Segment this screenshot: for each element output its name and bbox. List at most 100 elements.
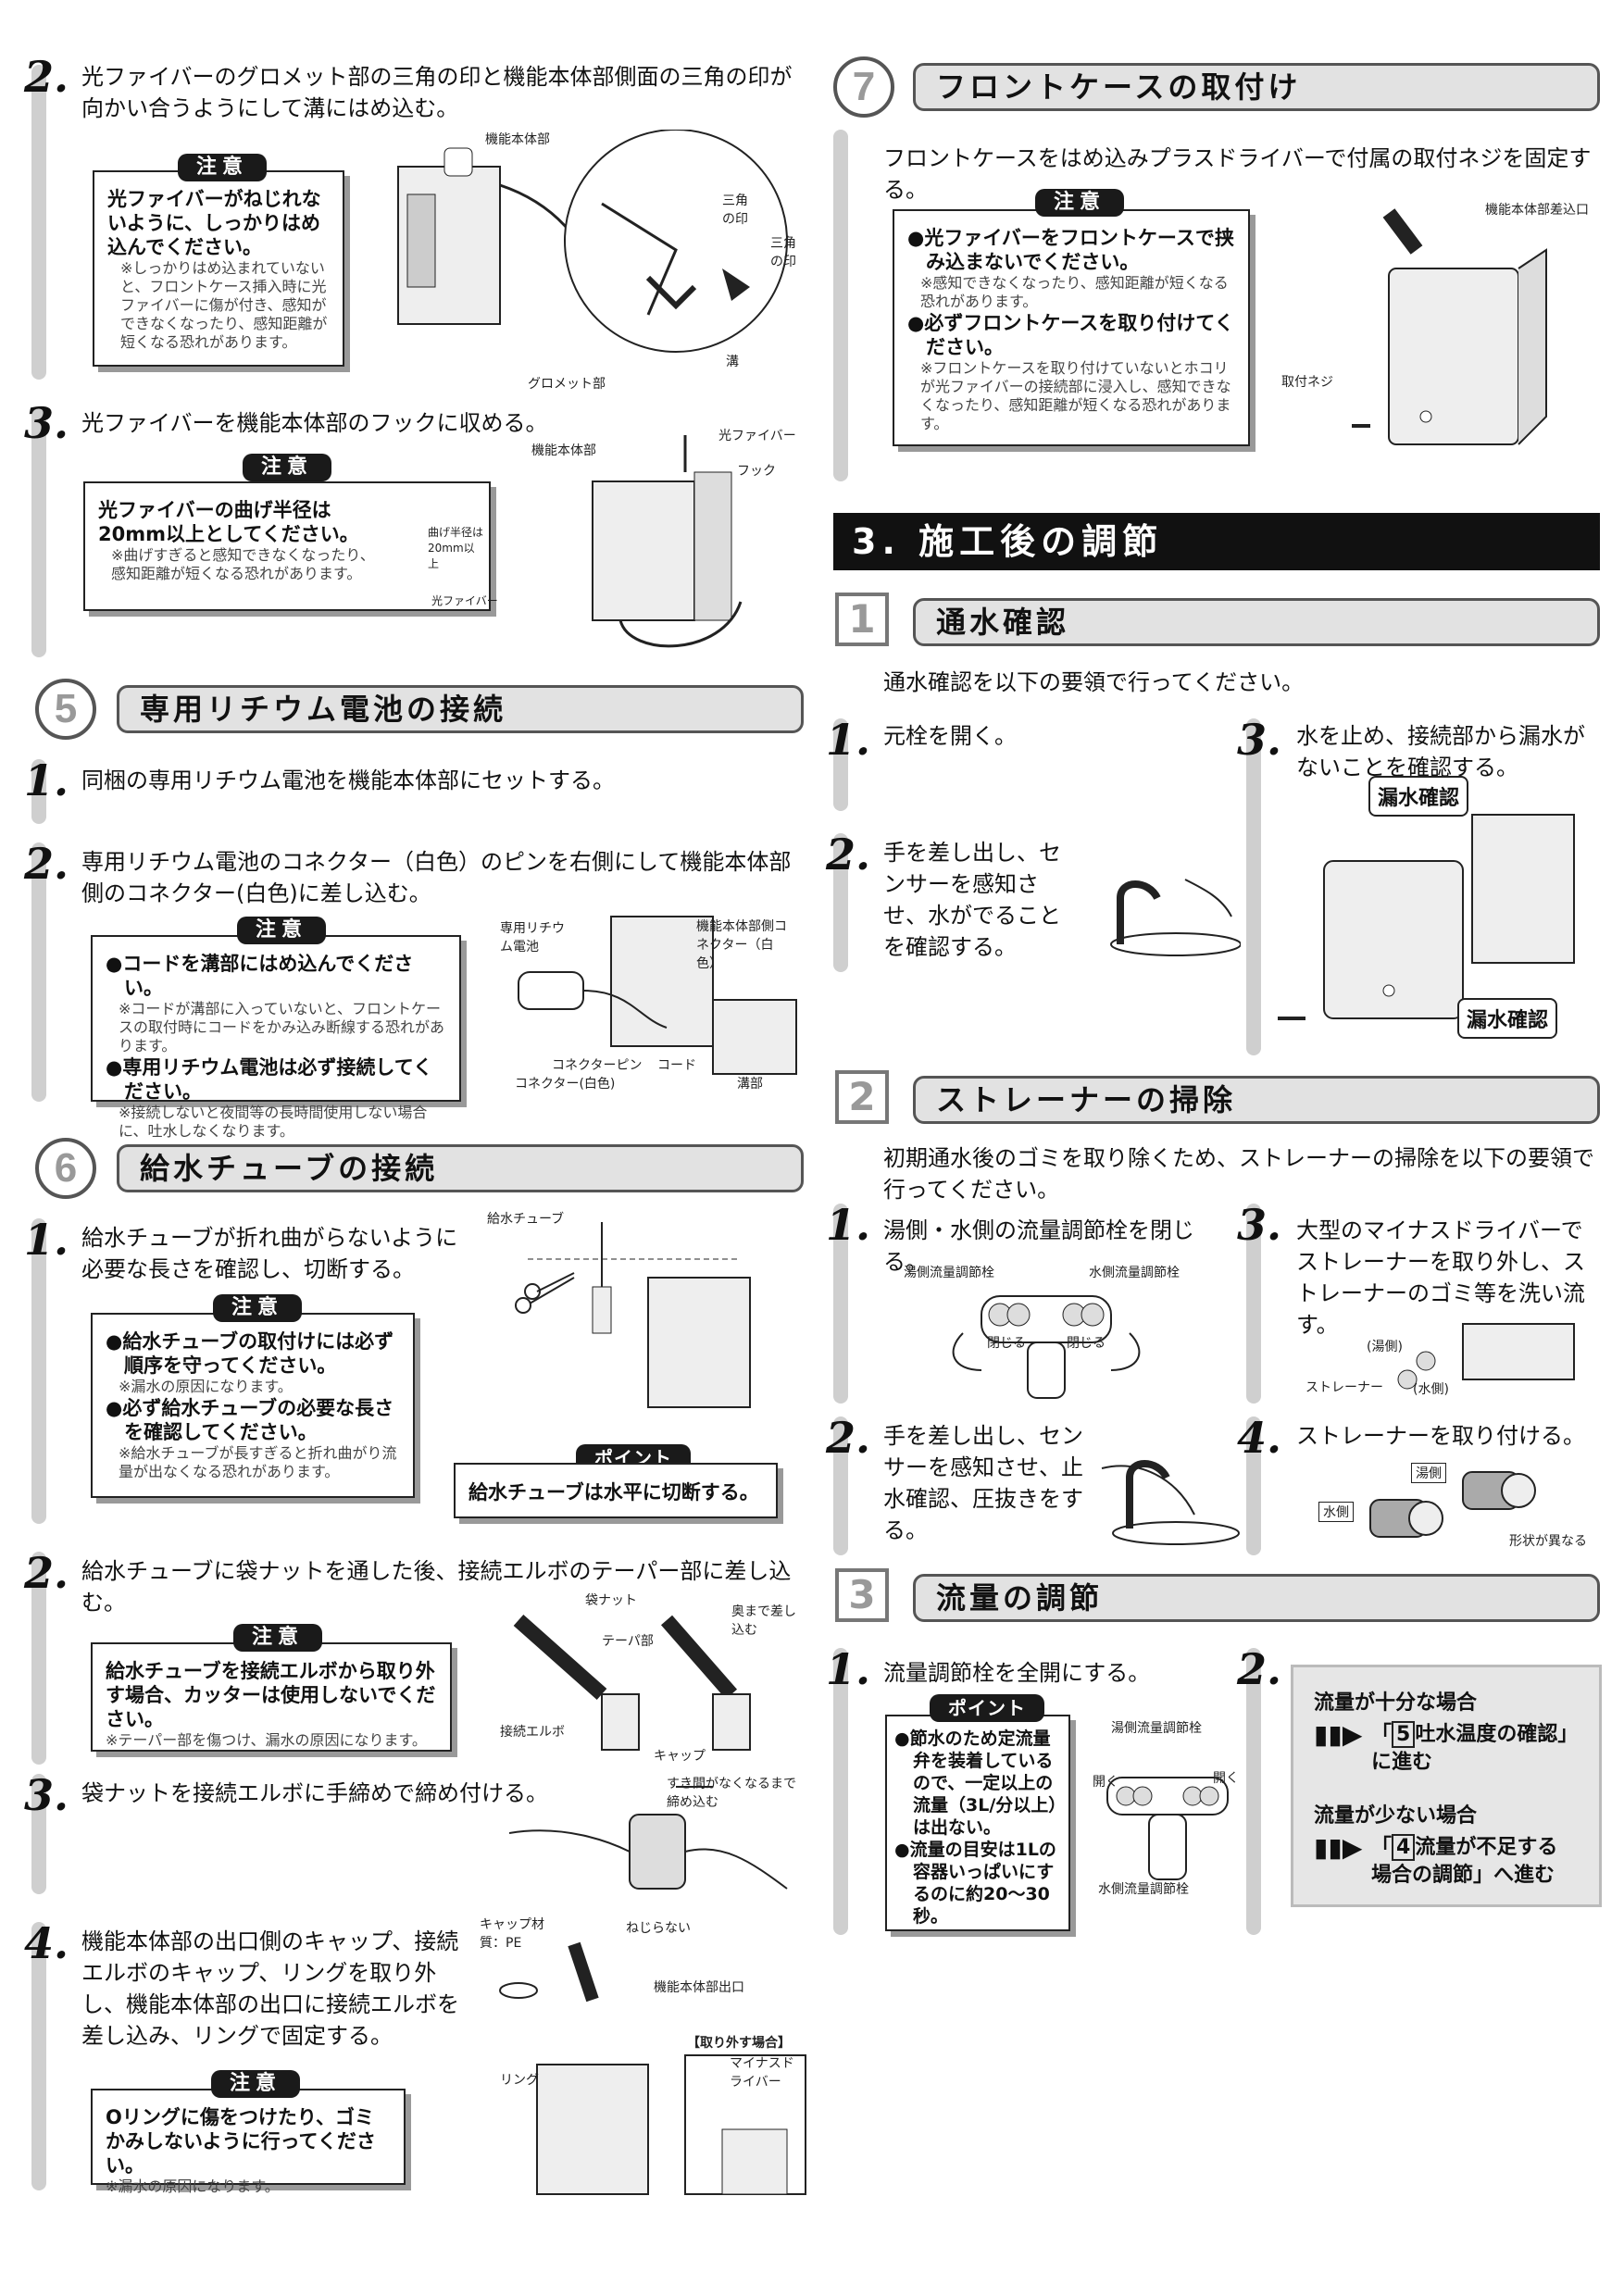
caution-tag: 注意 <box>233 1624 323 1652</box>
step-number: 4. <box>1237 1413 1282 1463</box>
caution-note: ※感知できなくなったり、感知距離が短くなる恐れがあります。 <box>920 274 1229 310</box>
caution-main: Oリングに傷をつけたり、ゴミかみしないように行ってください。 <box>106 2106 376 2177</box>
label-hook: フック <box>737 464 776 479</box>
caution-note: ※漏水の原因になります。 <box>119 1378 293 1395</box>
step-number: 2. <box>826 830 871 880</box>
label-hot: 湯側 <box>1411 1463 1446 1483</box>
arrow-icon: ▮▮▶ <box>1314 1719 1363 1750</box>
label-hot-valve: 湯側流量調節栓 <box>1111 1721 1202 1736</box>
tighten-nut-illustration <box>509 1786 788 1890</box>
caution-note: ※テーパー部を傷つけ、漏水の原因になります。 <box>106 1731 427 1749</box>
step-number: 2. <box>1237 1644 1282 1694</box>
elbow-insert-illustration <box>513 1615 751 1751</box>
label-groove: 溝部 <box>737 1077 763 1092</box>
subsection-header: 流量の調節 <box>913 1574 1600 1622</box>
label-battery: 専用リチウム電池 <box>500 921 565 955</box>
step-number: 2. <box>826 1413 871 1463</box>
section-text: フロントケースをはめ込みプラスドライバーで付属の取付ネジを固定する。 <box>883 145 1592 203</box>
label-body: 機能本体部 <box>531 443 596 458</box>
tube-cut-illustration <box>515 1222 751 1408</box>
fiber-hook-illustration <box>592 435 743 648</box>
label-nut: 袋ナット <box>585 1593 637 1608</box>
step-number: 3. <box>1237 715 1282 765</box>
step-number: 2. <box>24 52 69 102</box>
caution-note: ※しっかりはめ込まれていないと、フロントケース挿入時に光ファイバーに傷が付き、感… <box>120 259 328 351</box>
point-box: 給水チューブは水平に切断する。 <box>454 1463 778 1518</box>
step-text: 給水チューブに袋ナットを通した後、接続エルボのテーパー部に差し込む。 <box>81 1558 792 1616</box>
caution-tag: 注意 <box>243 454 332 481</box>
label-driver: マイナスドライバー <box>730 2056 794 2090</box>
section-header: 専用リチウム電池の接続 <box>117 685 804 733</box>
ok-next: に進む <box>1371 1751 1433 1774</box>
label-cap: キャップ <box>654 1749 706 1764</box>
step-number: 1. <box>24 755 69 805</box>
label-tube: 給水チューブ <box>487 1212 565 1227</box>
label-open: 開く <box>1093 1775 1118 1790</box>
step-text: 機能本体部の出口側のキャップ、接続エルボのキャップ、リングを取り外し、機能本体部… <box>81 1928 459 2049</box>
label-triangle: 三角の印 <box>722 193 748 227</box>
caution-tag: 注意 <box>178 154 268 181</box>
strainer-parts-illustration <box>1369 1471 1536 1538</box>
section-number: 7 <box>833 56 894 118</box>
caution-note: ※曲げすぎると感知できなくなったり、感知距離が短くなる恐れがあります。 <box>111 546 375 582</box>
low-prefix: 「 <box>1371 1836 1393 1859</box>
caution-box: 光ファイバーがねじれないように、しっかりはめ込んでください。 ※しっかりはめ込ま… <box>93 170 344 367</box>
label-ring: リング <box>500 2073 539 2088</box>
step-text: 水を止め、接続部から漏水がないことを確認する。 <box>1296 723 1585 780</box>
caution-tag: 注意 <box>213 1294 303 1322</box>
step-text: 手を差し出し、センサーを感知させ、止水確認、圧抜きをする。 <box>883 1423 1083 1543</box>
flow-valves-open-illustration <box>1106 1777 1229 1880</box>
faucet-hand-illustration <box>1110 879 1241 956</box>
section-header: フロントケースの取付け <box>913 63 1600 111</box>
point-tag: ポイント <box>930 1694 1044 1722</box>
caution-bullet: 専用リチウム電池は必ず接続してください。 <box>106 1055 448 1104</box>
caution-note: ※漏水の原因になります。 <box>106 2177 280 2195</box>
subsection-header: 通水確認 <box>913 598 1600 646</box>
label-deep: 奥まで差し込む <box>731 1604 796 1638</box>
caution-main: 光ファイバーの曲げ半径は20mm以上としてください。 <box>98 499 359 545</box>
caution-bullet: 光ファイバーをフロントケースで挟み込まないでください。 <box>907 226 1237 274</box>
leak-check-tag: 漏水確認 <box>1368 776 1469 817</box>
caution-box: Oリングに傷をつけたり、ゴミかみしないように行ってください。 ※漏水の原因になり… <box>91 2089 406 2195</box>
step-number: 1. <box>826 1200 871 1250</box>
point-box: 節水のため定流量弁を装着しているので、一定以上の流量（3L/分以上）は出ない。 … <box>885 1715 1070 1931</box>
caution-note: ※接続しないと夜間等の長時間使用しない場合に、吐水しなくなります。 <box>119 1104 428 1140</box>
label-cold: 水側 <box>1318 1502 1354 1522</box>
label-strainer: ストレーナー <box>1305 1380 1383 1395</box>
ok-prefix: 「 <box>1371 1723 1393 1746</box>
caution-bullet: コードを溝部にはめ込んでください。 <box>106 952 448 1000</box>
label-cap: キャップ材質：PE <box>480 1917 544 1951</box>
step-number: 2. <box>24 839 69 889</box>
label-body-connector: 機能本体部側コネクター（白色） <box>696 919 787 971</box>
caution-bullet: 必ずフロントケースを取り付けてください。 <box>907 311 1237 359</box>
step-number: 1. <box>24 1215 69 1265</box>
caution-bullet: 給水チューブの取付けには必ず順序を守ってください。 <box>106 1329 402 1378</box>
leak-check-tag: 漏水確認 <box>1457 998 1558 1039</box>
label-shape: 形状が異なる <box>1509 1534 1587 1549</box>
step-number: 1. <box>826 1644 871 1694</box>
arrow-icon: ▮▮▶ <box>1314 1832 1363 1863</box>
caution-note: ※フロントケースを取り付けていないとホコリが光ファイバーの接続部に浸入し、感知で… <box>920 359 1231 432</box>
label-screw: 取付ネジ <box>1281 375 1333 390</box>
label-notwist: ねじらない <box>626 1921 691 1936</box>
section-header: 給水チューブの接続 <box>117 1144 804 1192</box>
step-number: 1. <box>826 715 871 765</box>
step-text: 光ファイバーを機能本体部のフックに収める。 <box>81 410 548 436</box>
label-remove: 【取り外す場合】 <box>687 2036 791 2051</box>
step-text: 専用リチウム電池のコネクター（白色）のピンを右側にして機能本体部側のコネクター(… <box>81 849 792 906</box>
low-num: 4 <box>1392 1834 1416 1861</box>
label-radius: 曲げ半径は20mm以上 <box>428 526 484 570</box>
flow-valves-closed-illustration <box>952 1295 1141 1399</box>
caution-note: ※給水チューブが長すぎると折れ曲がり流量が出なくなる恐れがあります。 <box>119 1444 397 1480</box>
subsection-number: 2 <box>835 1070 889 1124</box>
label-close: 閉じる <box>987 1336 1026 1351</box>
label-grommet: グロメット部 <box>528 377 606 392</box>
label-outlet: 機能本体部出口 <box>654 1980 744 1995</box>
label-cold-valve: 水側流量調節栓 <box>1089 1266 1180 1280</box>
subsection-intro: 通水確認を以下の要領で行ってください。 <box>883 669 1305 695</box>
step-text: 大型のマイナスドライバーでストレーナーを取り外し、ストレーナーのゴミ等を洗い流す… <box>1296 1217 1585 1338</box>
caution-main: 給水チューブを接続エルボから取り外す場合、カッターは使用しないでください。 <box>106 1660 436 1730</box>
